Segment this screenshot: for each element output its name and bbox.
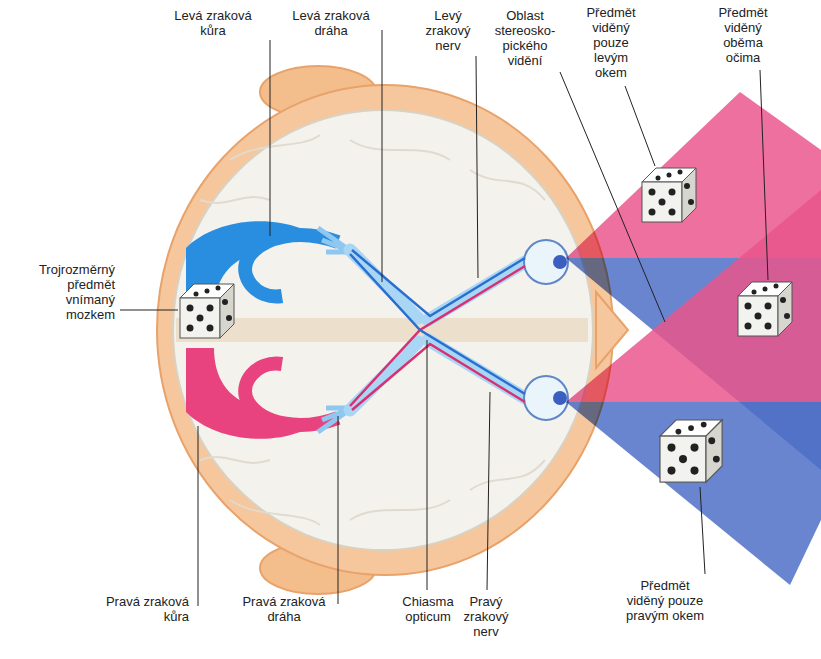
part-label: Pravá zraková kůra <box>95 594 189 624</box>
head <box>157 85 613 575</box>
part-label: Levá zraková kůra <box>165 8 261 38</box>
die <box>738 282 792 336</box>
part-label: Levý zrakový nerv <box>420 8 476 53</box>
part-label: Pravá zraková dráha <box>236 594 332 624</box>
visual-fields <box>566 92 821 585</box>
part-label: Levá zraková dráha <box>285 8 377 38</box>
part-label: Pravý zrakový nerv <box>458 594 514 639</box>
left-pathway <box>186 221 568 320</box>
brain <box>173 110 593 550</box>
part-label: Předmět viděný pouze pravým okem <box>620 578 710 623</box>
die <box>180 284 234 338</box>
part-label: Chiasma opticum <box>398 594 458 624</box>
part-label: Trojrozměrný předmět vnímaný mozkem <box>30 262 115 322</box>
right-pathway <box>186 340 568 439</box>
midline <box>176 318 588 342</box>
part-label: Oblast stereosko- pického vidění <box>488 8 562 68</box>
die <box>642 168 696 222</box>
die <box>660 420 722 482</box>
leader-lines <box>120 30 768 606</box>
part-label: Předmět viděný oběma očima <box>712 5 774 65</box>
part-label: Předmět viděný pouze levým okem <box>580 5 642 80</box>
